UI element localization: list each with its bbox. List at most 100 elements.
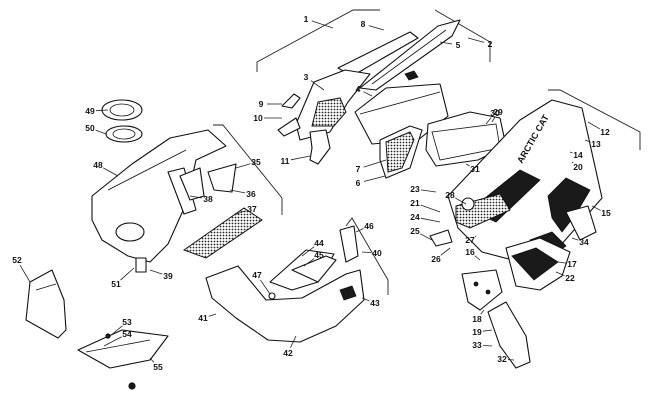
leader-41 — [208, 313, 217, 317]
leader-1 — [311, 20, 334, 29]
leader-29 — [491, 116, 496, 123]
leader-15 — [591, 205, 601, 211]
leader-24 — [420, 217, 441, 223]
leader-20 — [571, 161, 574, 164]
leader-48 — [103, 167, 119, 177]
leader-14 — [569, 151, 573, 154]
callout-6: 6 — [356, 178, 361, 188]
leader-43 — [361, 297, 370, 302]
bracket-12 — [548, 89, 641, 150]
callout-24: 24 — [410, 212, 420, 222]
callout-25: 25 — [410, 226, 420, 236]
callout-26: 26 — [431, 254, 441, 264]
callout-14: 14 — [573, 150, 583, 160]
callout-44: 44 — [314, 238, 324, 248]
leader-47 — [260, 279, 271, 295]
callout-11: 11 — [281, 156, 290, 166]
leader-6 — [363, 175, 386, 182]
callout-4: 4 — [356, 84, 361, 94]
side-panel-lower-left — [25, 269, 169, 390]
leader-28 — [455, 197, 467, 205]
leader-19 — [482, 329, 493, 332]
callout-45: 45 — [314, 250, 324, 260]
nosepan-left — [91, 99, 263, 273]
callout-33: 33 — [472, 340, 482, 350]
leader-42 — [290, 335, 297, 348]
leader-12 — [587, 121, 601, 130]
leader-lines — [19, 20, 601, 363]
leader-16 — [474, 255, 481, 261]
callout-7: 7 — [356, 164, 361, 174]
callout-29: 29 — [493, 107, 503, 117]
callout-42: 42 — [283, 348, 293, 358]
leader-23 — [420, 189, 437, 193]
leader-25 — [420, 233, 433, 241]
callout-36: 36 — [246, 189, 256, 199]
callout-48: 48 — [93, 160, 103, 170]
callout-38: 38 — [203, 194, 213, 204]
callout-15: 15 — [601, 208, 611, 218]
leader-45 — [303, 258, 315, 267]
leader-40 — [361, 251, 372, 254]
bracket-1 — [256, 9, 380, 72]
callout-13: 13 — [591, 139, 601, 149]
leader-34 — [571, 237, 579, 241]
callout-54: 54 — [122, 329, 132, 339]
leader-53 — [109, 325, 123, 337]
callout-50: 50 — [85, 123, 95, 133]
leader-44 — [301, 246, 315, 257]
callout-2: 2 — [488, 39, 493, 49]
leader-35 — [235, 163, 251, 169]
callout-35: 35 — [251, 157, 261, 167]
callout-52: 52 — [12, 255, 22, 265]
hood-panel-right: ARCTIC CAT — [425, 99, 603, 369]
callout-9: 9 — [259, 99, 264, 109]
leader-55 — [149, 357, 155, 363]
callout-28: 28 — [445, 190, 455, 200]
leader-11 — [290, 155, 311, 161]
leader-17 — [557, 261, 567, 264]
callout-27: 27 — [465, 235, 475, 245]
callout-3: 3 — [304, 72, 309, 82]
callout-30: 30 — [490, 108, 500, 118]
leader-54 — [103, 336, 122, 347]
leader-37 — [235, 210, 247, 215]
leader-13 — [584, 139, 591, 143]
leader-38 — [189, 195, 203, 199]
callout-32: 32 — [497, 354, 507, 364]
leader-2 — [467, 37, 485, 43]
callout-46: 46 — [364, 221, 374, 231]
leader-30 — [485, 117, 492, 125]
leader-51 — [120, 267, 135, 281]
windshield-assembly — [277, 19, 461, 179]
leader-21 — [420, 204, 441, 213]
leader-36 — [229, 189, 246, 194]
callout-19: 19 — [472, 327, 482, 337]
leader-7 — [363, 159, 387, 168]
leader-22 — [555, 271, 565, 277]
callout-10: 10 — [253, 113, 263, 123]
callout-53: 53 — [122, 317, 132, 327]
leader-5 — [439, 41, 453, 45]
callout-8: 8 — [361, 19, 366, 29]
leader-18 — [480, 309, 485, 315]
callout-17: 17 — [567, 259, 577, 269]
leader-4 — [363, 91, 373, 97]
bracket-35 — [213, 124, 283, 215]
callout-21: 21 — [410, 198, 420, 208]
callout-43: 43 — [370, 298, 380, 308]
callout-34: 34 — [579, 237, 589, 247]
leader-31 — [465, 163, 470, 167]
callout-51: 51 — [111, 279, 121, 289]
leader-32 — [507, 359, 515, 361]
leader-26 — [440, 247, 451, 256]
callout-41: 41 — [198, 313, 208, 323]
callout-47: 47 — [252, 270, 262, 280]
leader-8 — [368, 25, 385, 31]
callout-49: 49 — [85, 106, 95, 116]
callout-18: 18 — [472, 314, 482, 324]
bellypan-center — [205, 225, 365, 343]
leader-27 — [474, 235, 477, 238]
leader-3 — [310, 80, 325, 91]
leader-50 — [95, 129, 107, 135]
